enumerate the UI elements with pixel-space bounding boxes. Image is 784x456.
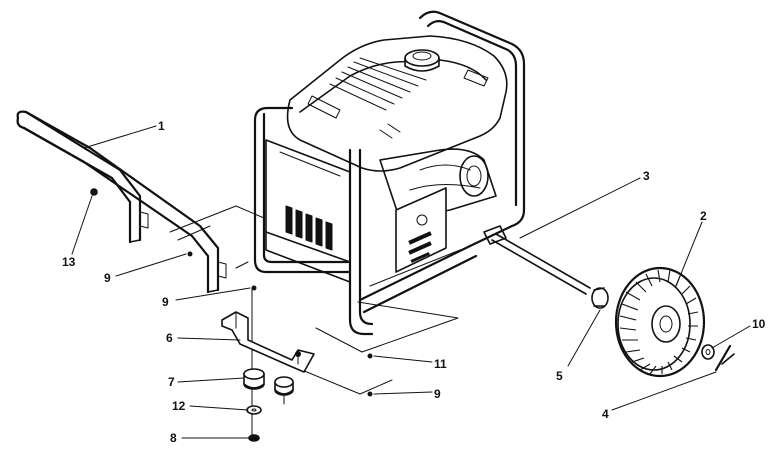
support-bracket-part-6 — [221, 311, 315, 373]
callout-3: 3 — [643, 169, 650, 183]
callout-11: 11 — [434, 357, 447, 371]
callout-9-handle: 9 — [104, 271, 111, 285]
callout-12: 12 — [172, 399, 186, 413]
fastener-11 — [367, 353, 373, 359]
rubber-foot-right — [274, 376, 294, 405]
callout-labels: 1 2 3 4 5 6 7 8 9 9 9 10 11 12 13 — [62, 119, 766, 445]
callout-9-bracket: 9 — [162, 295, 169, 309]
fastener-9-handle — [187, 251, 193, 257]
bracket-bolt — [295, 351, 301, 357]
foot-mount-hardware — [187, 251, 373, 442]
tire-tread — [619, 269, 699, 375]
callout-2: 2 — [700, 209, 707, 223]
fastener-9-upper — [251, 285, 257, 291]
washer-part-10 — [701, 344, 715, 360]
callout-leader-lines — [71, 125, 751, 439]
callout-8: 8 — [170, 431, 177, 445]
callout-9-lower: 9 — [434, 387, 441, 401]
control-panel — [395, 187, 447, 273]
rubber-foot-part-7 — [243, 368, 265, 390]
handle-part-1 — [16, 110, 227, 294]
callout-6: 6 — [166, 331, 173, 345]
fuel-cap-icon — [404, 49, 440, 72]
callout-7: 7 — [168, 375, 175, 389]
callout-5: 5 — [556, 369, 563, 383]
alternator-nameplate — [285, 205, 333, 251]
spacer-part-5 — [591, 287, 609, 309]
axle-part-3 — [491, 233, 591, 295]
callout-10: 10 — [752, 317, 766, 331]
cotter-pin-part-4 — [714, 344, 735, 372]
callout-1: 1 — [158, 119, 165, 133]
wheel-part-2 — [614, 266, 706, 378]
generator-unit — [253, 10, 526, 336]
callout-4: 4 — [602, 407, 609, 421]
washer-part-12 — [246, 405, 262, 415]
fastener-9-lower — [367, 391, 373, 397]
callout-13: 13 — [62, 255, 76, 269]
engine-fins — [329, 57, 427, 111]
